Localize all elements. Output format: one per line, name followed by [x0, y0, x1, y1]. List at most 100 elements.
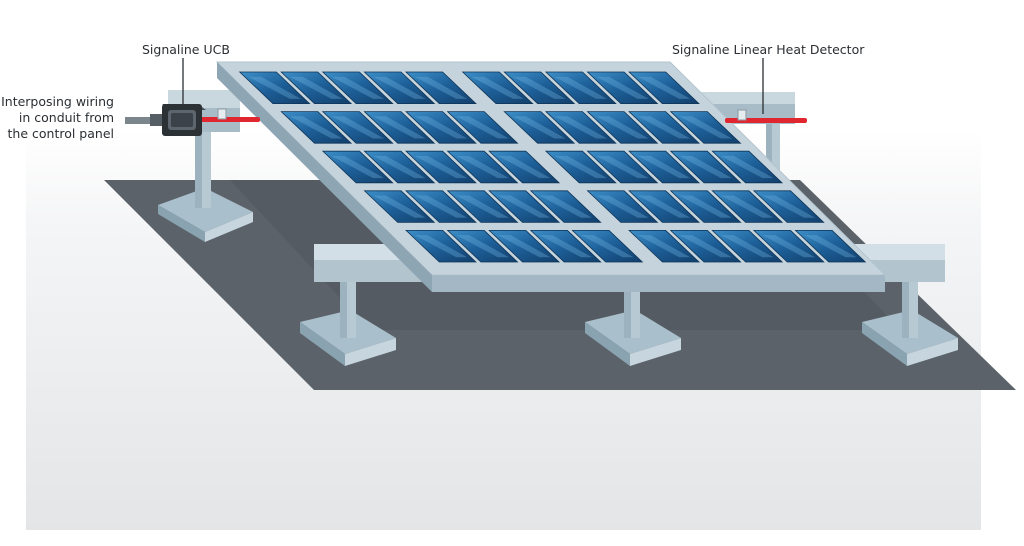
solar-cell: [628, 71, 700, 104]
solar-cell-highlight: [331, 116, 385, 139]
solar-cell: [669, 190, 742, 223]
solar-cell: [586, 150, 659, 184]
solar-cell: [752, 229, 825, 263]
solar-cell-highlight: [331, 155, 385, 179]
solar-cell: [711, 190, 784, 223]
solar-cell: [404, 150, 477, 184]
front-left-support: [300, 278, 396, 366]
solar-cell-highlight: [414, 235, 468, 258]
solar-cell: [321, 150, 394, 184]
solar-cell-highlight: [414, 195, 468, 218]
solar-cell-highlight: [539, 195, 592, 218]
solar-cell-highlight: [497, 235, 551, 258]
solar-cell: [628, 150, 701, 184]
wiring-label-line-1: Interposing wiring: [1, 94, 114, 109]
solar-cell-highlight: [539, 235, 593, 258]
solar-cell: [628, 229, 701, 263]
solar-cell-highlight: [762, 235, 816, 258]
solar-cell: [446, 111, 519, 144]
solar-cell: [544, 111, 617, 144]
solar-cell: [571, 229, 644, 263]
solar-cell: [503, 111, 576, 144]
signaline-ucb-label: Signaline UCB: [142, 42, 230, 57]
solar-cell: [586, 111, 659, 144]
solar-cell: [404, 111, 477, 144]
solar-cell: [238, 71, 311, 104]
solar-cell-highlight: [637, 116, 691, 139]
solar-cell-highlight: [720, 195, 774, 218]
solar-cell-highlight: [596, 116, 649, 139]
solar-cell: [669, 150, 742, 184]
solar-cell-highlight: [679, 116, 732, 139]
solar-cell: [321, 71, 394, 104]
solar-cell-highlight: [456, 155, 509, 179]
solar-cell-highlight: [456, 195, 509, 218]
front-right-support: [862, 270, 958, 366]
solar-cell: [404, 190, 477, 223]
solar-cell-highlight: [596, 76, 649, 99]
solar-cell-highlight: [289, 76, 343, 99]
front-middle-support: [585, 285, 681, 366]
solar-cell: [711, 150, 784, 184]
solar-cell-highlight: [554, 155, 608, 179]
solar-cell: [488, 229, 561, 263]
solar-cell: [752, 190, 825, 223]
solar-cell: [488, 150, 561, 184]
solar-cell: [404, 71, 477, 104]
solar-cell-highlight: [512, 76, 566, 99]
solar-cell-highlight: [679, 155, 732, 179]
solar-cell: [280, 71, 353, 104]
solar-cell: [363, 150, 436, 184]
solar-cell-highlight: [414, 116, 468, 139]
solar-cell: [363, 111, 436, 144]
wiring-label-line-2: in conduit from: [18, 110, 114, 125]
solar-cell-highlight: [456, 235, 509, 258]
solar-cell: [628, 190, 701, 223]
solar-cell: [544, 150, 617, 184]
solar-cell-highlight: [637, 235, 691, 258]
solar-cell-highlight: [331, 76, 385, 99]
solar-cell-highlight: [596, 195, 649, 218]
solar-cell: [363, 190, 436, 223]
solar-cell: [669, 229, 742, 263]
solar-cell-highlight: [637, 76, 691, 99]
solar-cell-highlight: [762, 195, 816, 218]
solar-cell-highlight: [289, 116, 343, 139]
solar-cell-highlight: [373, 195, 426, 218]
solar-panel: [215, 61, 887, 292]
solar-cell: [529, 190, 602, 223]
solar-cell: [363, 71, 436, 104]
wiring-label-line-3: the control panel: [7, 126, 114, 141]
solar-cell-highlight: [720, 155, 774, 179]
solar-cell: [586, 71, 659, 104]
solar-cell: [669, 111, 742, 144]
solar-cell: [544, 71, 617, 104]
solar-cell: [628, 111, 701, 144]
solar-cell-highlight: [554, 116, 608, 139]
solar-cell-highlight: [373, 155, 426, 179]
solar-cell: [586, 190, 659, 223]
solar-cell: [503, 71, 576, 104]
solar-cell: [405, 229, 477, 263]
interposing-wiring-label: Interposing wiring in conduit from the c…: [1, 94, 114, 142]
solar-cell: [529, 229, 602, 263]
solar-cell-highlight: [373, 116, 426, 139]
solar-cell-highlight: [596, 155, 649, 179]
solar-cell-highlight: [554, 76, 608, 99]
solar-cell-highlight: [248, 76, 301, 99]
solar-cell-highlight: [513, 116, 566, 139]
solar-cell: [446, 150, 519, 184]
solar-cell-highlight: [581, 235, 634, 258]
panel-side: [217, 62, 432, 292]
linear-heat-detector-label: Signaline Linear Heat Detector: [672, 42, 865, 57]
solar-cell: [794, 229, 867, 263]
rear-left-support: [158, 130, 253, 242]
solar-cell-highlight: [720, 235, 774, 258]
solar-cell: [711, 229, 784, 263]
solar-cell-highlight: [679, 235, 732, 258]
solar-cell-highlight: [497, 155, 551, 179]
solar-cell: [321, 111, 394, 144]
panel-edge: [432, 275, 885, 292]
solar-cell: [461, 71, 534, 104]
solar-cell-highlight: [456, 116, 509, 139]
